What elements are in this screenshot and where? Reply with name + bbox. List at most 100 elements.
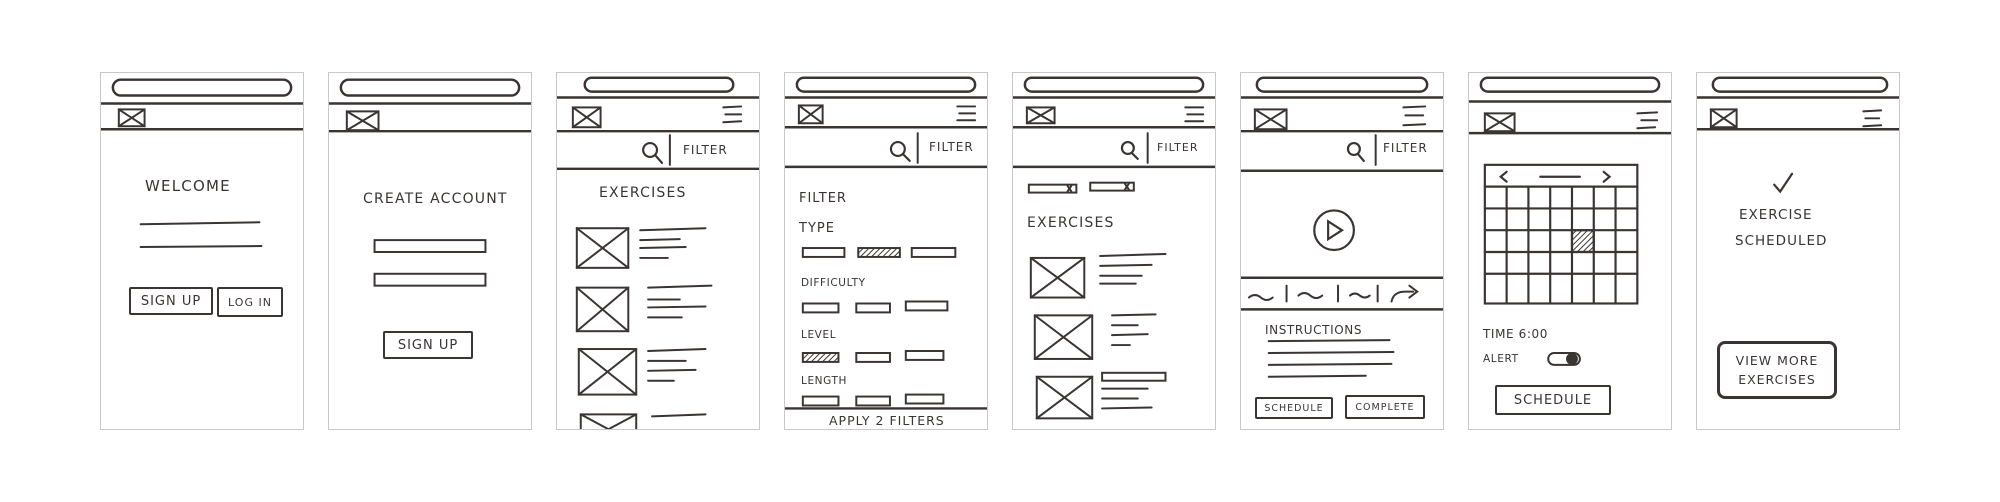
list-item (1033, 313, 1157, 360)
selected-day (1570, 229, 1595, 254)
screen-sketch (1469, 76, 1671, 366)
next-month-icon (1602, 170, 1612, 183)
filter-button[interactable]: Filter (683, 143, 728, 157)
screen-welcome: Welcome Sign Up Log In (100, 72, 304, 430)
complete-button[interactable]: Complete (1345, 395, 1425, 419)
difficulty-option (855, 302, 891, 314)
confirmation-line-2: Scheduled (1735, 233, 1828, 249)
list-item (579, 413, 707, 429)
screen-sketch (1013, 76, 1215, 420)
length-option (801, 395, 840, 407)
status-bar (1711, 76, 1889, 93)
text-line (1267, 362, 1393, 366)
schedule-button[interactable]: Schedule (1255, 397, 1333, 419)
image-placeholder-icon (1025, 106, 1056, 125)
checkmark-icon (1773, 172, 1794, 194)
prev-month-icon (1498, 170, 1508, 183)
log-in-button[interactable]: Log In (217, 287, 283, 317)
sign-up-button[interactable]: Sign Up (129, 287, 213, 315)
hamburger-menu-icon (1636, 111, 1659, 130)
status-bar (1023, 76, 1205, 93)
search-icon (642, 141, 664, 164)
hamburger-menu-icon (956, 105, 977, 122)
image-placeholder-icon (797, 104, 824, 125)
image-placeholder-icon (1709, 108, 1738, 129)
screen-schedule: Time 6:00 Alert Schedule (1468, 72, 1672, 430)
status-bar (1255, 76, 1429, 93)
filter-button[interactable]: Filter (1383, 141, 1428, 155)
level-label: Level (801, 329, 837, 341)
active-filter-chip (1027, 183, 1078, 194)
status-bar (795, 76, 977, 93)
hamburger-menu-icon (1402, 105, 1427, 127)
screen-exercises: Filter Exercises (556, 72, 760, 430)
list-item (577, 348, 707, 396)
screen-exercise-scheduled: Exercise Scheduled View More Exercises (1696, 72, 1900, 430)
status-bar (1479, 76, 1661, 93)
apply-filters-button[interactable]: Apply 2 Filters (829, 413, 945, 428)
image-placeholder-icon (1483, 112, 1516, 133)
time-label: Time 6:00 (1483, 327, 1548, 341)
level-option (855, 352, 891, 363)
hamburger-menu-icon (722, 105, 743, 124)
view-more-label-1: View More (1735, 353, 1819, 368)
schedule-button[interactable]: Schedule (1495, 385, 1611, 415)
screen-sketch (557, 76, 759, 429)
text-line (1267, 339, 1391, 343)
type-option-selected (857, 247, 901, 258)
filter-heading: Filter (799, 191, 847, 206)
screen-exercise-detail: Filter Instructions Schedule Complete (1240, 72, 1444, 430)
list-item (575, 227, 707, 269)
length-label: Length (801, 375, 848, 387)
search-icon (1120, 140, 1139, 161)
search-icon (1346, 141, 1365, 162)
image-placeholder-icon (117, 108, 146, 128)
status-bar (111, 78, 293, 97)
input-line (139, 221, 261, 226)
length-option (855, 395, 891, 407)
calendar (1483, 163, 1639, 305)
type-option (910, 247, 957, 258)
alert-label: Alert (1483, 353, 1519, 365)
filter-button[interactable]: Filter (1157, 141, 1199, 154)
share-arrow-icon (1390, 284, 1419, 303)
name-field (373, 239, 487, 253)
difficulty-option (904, 300, 949, 312)
screen-create-account: Create Account Sign Up (328, 72, 532, 430)
filter-button[interactable]: Filter (929, 140, 974, 154)
level-option-selected (801, 352, 840, 363)
screen-sketch (1241, 76, 1443, 378)
sign-up-button[interactable]: Sign Up (383, 331, 473, 359)
screen-filtered-exercises: Filter Exercises (1012, 72, 1216, 430)
hamburger-menu-icon (1862, 109, 1883, 128)
text-line (1267, 351, 1395, 354)
screen-sketch (785, 76, 987, 410)
image-placeholder-icon (345, 110, 380, 132)
list-item (575, 284, 713, 333)
list-item (1035, 371, 1167, 420)
type-option (801, 247, 846, 258)
status-bar (583, 76, 735, 93)
list-item (1029, 252, 1167, 299)
search-icon (889, 140, 911, 162)
view-more-label-2: Exercises (1738, 372, 1816, 387)
level-option (904, 350, 945, 361)
view-more-exercises-button[interactable]: View More Exercises (1717, 341, 1837, 399)
create-account-title: Create Account (363, 191, 508, 207)
text-line (1267, 374, 1367, 378)
screen-sketch (101, 78, 303, 249)
exercises-heading: Exercises (599, 185, 687, 201)
screen-sketch (1697, 76, 1899, 194)
length-option (904, 393, 945, 405)
hamburger-menu-icon (1184, 106, 1205, 123)
image-placeholder-icon (571, 106, 602, 129)
difficulty-label: Difficulty (801, 277, 866, 289)
exercises-heading: Exercises (1027, 215, 1115, 231)
difficulty-option (801, 302, 840, 314)
video-controls (1247, 284, 1379, 303)
screen-filter: Filter Filter Type Difficulty Level Leng… (784, 72, 988, 430)
play-icon (1313, 209, 1355, 252)
image-placeholder-icon (1253, 108, 1288, 131)
status-bar (339, 78, 521, 97)
password-field (373, 272, 487, 287)
